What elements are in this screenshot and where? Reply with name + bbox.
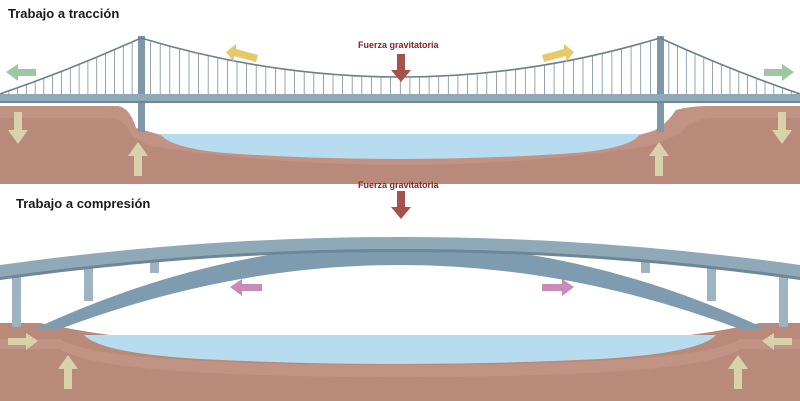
tension-arrow-right — [542, 44, 574, 62]
tower-left — [138, 36, 145, 132]
ground-arch-shading — [0, 339, 800, 377]
gravity-arrow-tension — [391, 54, 411, 82]
ground-shading — [0, 106, 800, 165]
ground-left-bank — [0, 106, 800, 184]
reaction-arrow-right-arch — [728, 355, 748, 389]
tension-arrow-left — [226, 44, 258, 62]
bridge-deck — [0, 94, 800, 102]
pier-1 — [12, 269, 21, 327]
river-water-arch — [84, 335, 716, 364]
thrust-arrow-right — [762, 333, 792, 350]
tension-title: Trabajo a tracción — [8, 6, 120, 21]
pier-2 — [84, 259, 93, 301]
bridge-deck-edge — [0, 101, 800, 103]
compression-arrow-left — [230, 279, 262, 296]
reaction-arrow-left-arch — [58, 355, 78, 389]
compression-gravity-label: Fuerza gravitatoria — [358, 180, 439, 190]
thrust-arrow-left — [8, 333, 38, 350]
reaction-arrow-left-tower — [128, 142, 148, 176]
suspender-cables — [8, 40, 792, 94]
compression-arrow-right — [542, 279, 574, 296]
reaction-arrow-right-tower — [649, 142, 669, 176]
pier-5 — [707, 259, 716, 301]
arch-bridge-diagram — [0, 191, 800, 401]
anchor-load-arrow-left — [8, 112, 28, 144]
tension-gravity-label: Fuerza gravitatoria — [358, 40, 439, 50]
anchor-arrow-left — [6, 64, 36, 81]
gravity-arrow-compression — [391, 191, 411, 219]
arch-bridge-deck — [0, 237, 800, 279]
anchor-load-arrow-right — [772, 112, 792, 144]
suspension-bridge-diagram — [0, 36, 800, 184]
tower-right — [657, 36, 664, 132]
compression-title: Trabajo a compresión — [16, 196, 151, 211]
bridge-arch — [34, 244, 766, 329]
anchor-arrow-right — [764, 64, 794, 81]
pier-6 — [779, 269, 788, 327]
river-water — [160, 134, 640, 159]
arch-bridge-deck-edge — [0, 249, 800, 280]
